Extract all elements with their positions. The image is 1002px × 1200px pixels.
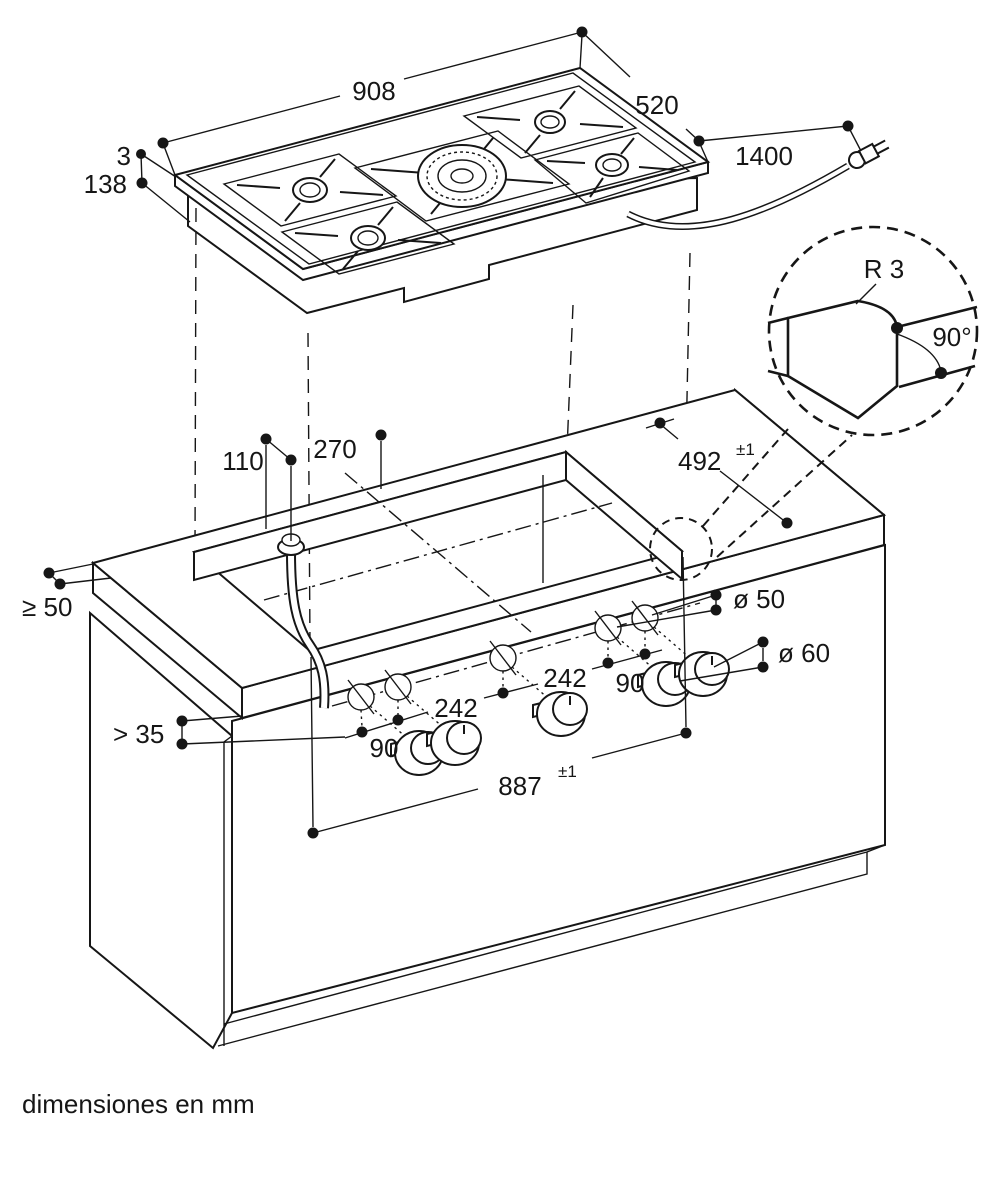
burner-left-front [280,201,456,275]
dim-spacing-left: 242 [434,693,477,723]
dim-cooktop-depth: 520 [635,90,678,120]
dim-cutout-width-tol: ±1 [558,762,577,781]
dim-hole-large-diameter: ø 60 [778,638,830,668]
dim-spacing-right: 242 [543,663,586,693]
units-note: dimensiones en mm [22,1089,255,1119]
knob [532,691,588,737]
burner-left-back [222,153,398,227]
dim-hole-small-diameter: ø 50 [733,584,785,614]
cabinet-left-side [89,610,233,1050]
plug-icon [848,139,890,169]
cutout-centerlines [263,472,613,633]
projection-lines [194,207,691,647]
hole-marker [384,669,412,705]
knob-drilling-layout [331,600,730,776]
cooktop [172,66,890,315]
burner-right-back [462,85,638,159]
detail-magnifier-circle [767,225,979,437]
corner-detail: R 3 90° [649,225,979,581]
dim-cooktop-width: 908 [352,76,395,106]
dim-cutout-depth-tol: ±1 [736,440,755,459]
cooktop-dimensions: 908 520 1400 3 138 [84,26,862,223]
cabinet-dimensions: 110 270 492 ±1 ≥ 50 > 35 ø 50 ø 60 90 24… [22,417,830,839]
burner-right-front [533,132,691,204]
dim-edge-spacing-left: 90 [370,733,399,763]
knob [426,720,482,766]
dim-cable-length: 1400 [735,141,793,171]
worktop-section-profile [786,299,899,420]
power-cable [626,139,890,230]
dim-body-height: 138 [84,169,127,199]
cooktop-plate-inner-border [185,72,697,265]
dim-edge-spacing-right: 90 [616,668,645,698]
dim-plate-thickness: 3 [117,141,131,171]
dim-hose-side-offset: 110 [222,446,263,476]
dim-cutout-depth: 492 [678,446,721,476]
detail-reference-circle [649,517,713,581]
burner-wok [353,130,571,222]
dim-hose-back-offset: 270 [313,434,356,464]
detail-angle-label: 90° [932,322,971,352]
hole-connectors [360,626,699,745]
gas-hose [277,533,330,709]
dim-cutout-width: 887 [498,771,541,801]
detail-radius-label: R 3 [864,254,904,284]
control-knobs [390,651,730,776]
cabinet [89,387,887,1050]
dim-front-clearance: > 35 [113,719,164,749]
cabinet-plinth [217,735,886,1047]
dim-side-clearance: ≥ 50 [22,592,72,622]
